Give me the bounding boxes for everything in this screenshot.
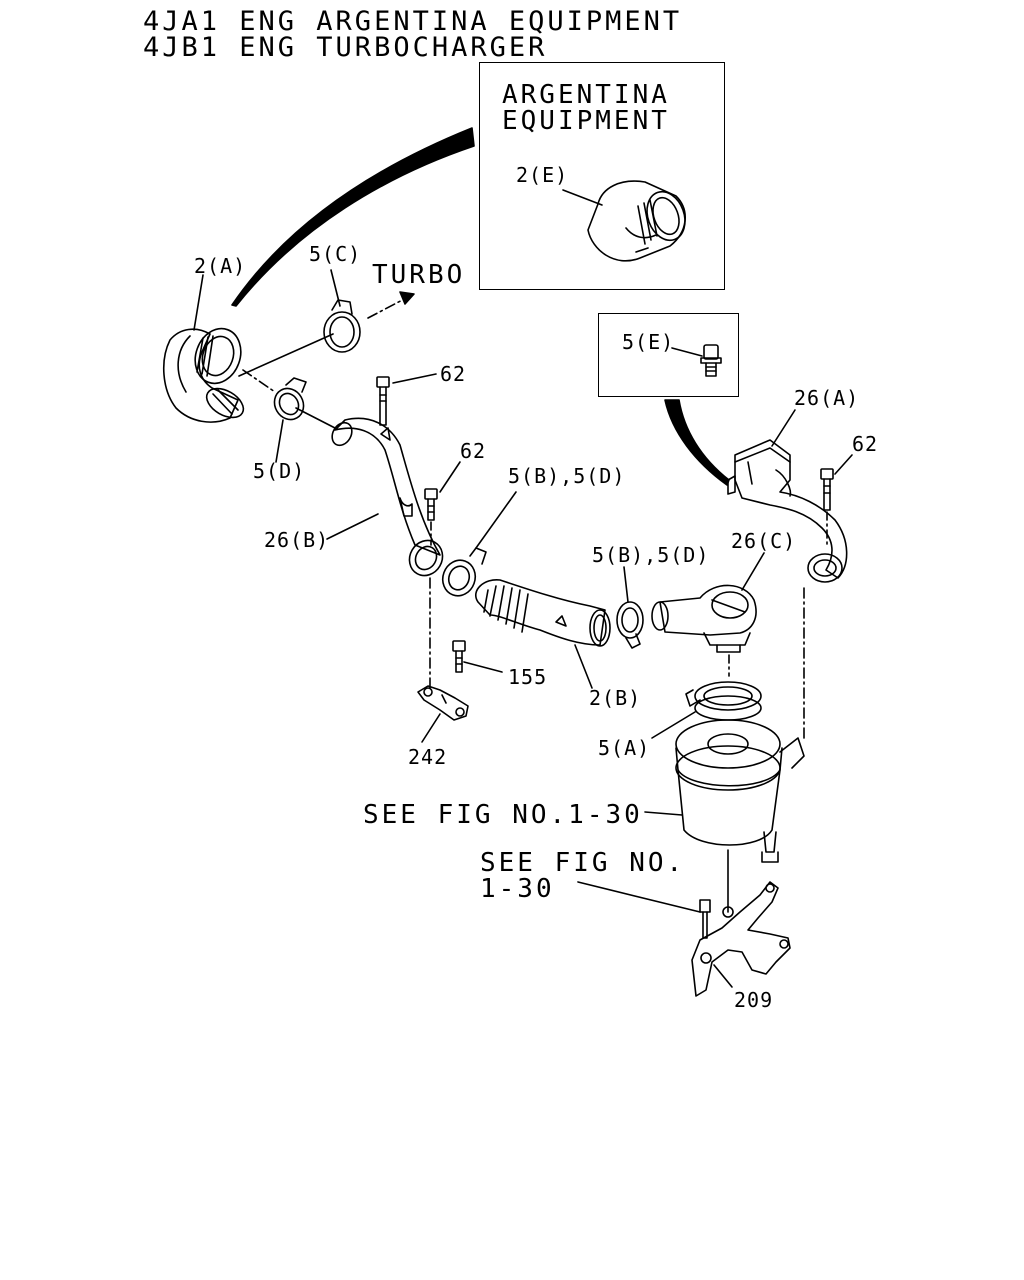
leader-5b5d-right bbox=[623, 566, 629, 603]
label-209: 209 bbox=[734, 988, 774, 1012]
diagram-title-line1: 4JA1 ENG ARGENTINA EQUIPMENT bbox=[143, 6, 683, 37]
leader-see-fig-1 bbox=[644, 811, 683, 816]
label-62-left: 62 bbox=[440, 362, 467, 386]
leader-2e bbox=[562, 189, 603, 206]
callout-arrow-argentina bbox=[231, 127, 475, 307]
leader-2a bbox=[193, 274, 204, 331]
leader-209 bbox=[713, 964, 733, 988]
bolt-5e-drawing bbox=[700, 344, 722, 377]
label-62-middle: 62 bbox=[460, 439, 487, 463]
leader-5c bbox=[330, 269, 341, 307]
label-5a: 5(A) bbox=[598, 736, 651, 760]
label-2b: 2(B) bbox=[589, 686, 642, 710]
leader-26c bbox=[741, 552, 765, 591]
label-2a: 2(A) bbox=[194, 254, 247, 278]
label-26a: 26(A) bbox=[794, 386, 860, 410]
leader-5b5d-left bbox=[475, 491, 517, 549]
label-5e: 5(E) bbox=[622, 330, 675, 354]
clamp-5c-drawing bbox=[323, 299, 361, 353]
label-5c: 5(C) bbox=[309, 242, 362, 266]
leader-5a bbox=[651, 711, 696, 739]
inset-title-line2: EQUIPMENT bbox=[502, 106, 670, 136]
inset-title-line1: ARGENTINA bbox=[502, 80, 670, 110]
label-2e: 2(E) bbox=[516, 163, 569, 187]
leader-5e bbox=[671, 347, 703, 357]
adapter-26c-drawing bbox=[651, 584, 757, 653]
label-turbo: TURBO bbox=[372, 260, 466, 290]
leader-5d bbox=[275, 419, 284, 463]
label-see-fig-1: SEE FIG NO.1-30 bbox=[363, 800, 643, 830]
pipe-26b-drawing bbox=[295, 407, 444, 577]
bolt-62-right bbox=[820, 468, 834, 511]
leader-62-left bbox=[392, 373, 437, 384]
bracket-242-drawing bbox=[417, 685, 469, 721]
leader-26a bbox=[771, 409, 796, 447]
hose-end-2e-drawing bbox=[587, 180, 686, 262]
label-5d: 5(D) bbox=[253, 459, 306, 483]
callout-arrow-bolt bbox=[664, 399, 730, 486]
leader-62-middle bbox=[439, 461, 461, 493]
air-cleaner-drawing bbox=[675, 719, 805, 863]
label-155: 155 bbox=[508, 665, 548, 689]
leader-62-right bbox=[834, 454, 853, 475]
elbow-2a-drawing bbox=[162, 327, 245, 423]
diagram-title-line2: 4JB1 ENG TURBOCHARGER bbox=[143, 32, 548, 63]
bolt-62-left bbox=[376, 376, 390, 426]
leader-26b bbox=[326, 513, 379, 540]
bracket-209-drawing bbox=[691, 881, 791, 997]
bolt-155-drawing bbox=[452, 640, 466, 673]
label-see-fig-2-line2: 1-30 bbox=[480, 874, 555, 904]
turbo-arrowhead bbox=[399, 291, 415, 305]
label-26c: 26(C) bbox=[731, 529, 797, 553]
leader-see-fig-2 bbox=[577, 881, 701, 913]
label-5b5d-left: 5(B),5(D) bbox=[508, 464, 626, 488]
label-5b5d-right: 5(B),5(D) bbox=[592, 543, 710, 567]
label-62-right: 62 bbox=[852, 432, 879, 456]
connector-2a-5c bbox=[238, 333, 334, 377]
hose-2b-drawing bbox=[475, 579, 611, 647]
leader-242 bbox=[421, 713, 441, 743]
pipe-26a-drawing bbox=[727, 439, 848, 583]
clamp-5b5d-left-drawing bbox=[441, 547, 487, 597]
inset-argentina-equipment bbox=[479, 62, 725, 290]
leader-2b bbox=[574, 644, 593, 689]
bolt-62-middle bbox=[424, 488, 438, 521]
leader-155 bbox=[463, 661, 503, 673]
label-26b: 26(B) bbox=[264, 528, 330, 552]
clamp-5a-drawing bbox=[685, 681, 762, 721]
label-242: 242 bbox=[408, 745, 448, 769]
inset-bolt-detail bbox=[598, 313, 739, 397]
clamp-5d-drawing bbox=[273, 377, 307, 421]
clamp-5b5d-right-drawing bbox=[616, 601, 644, 649]
label-see-fig-2-line1: SEE FIG NO. bbox=[480, 848, 686, 878]
